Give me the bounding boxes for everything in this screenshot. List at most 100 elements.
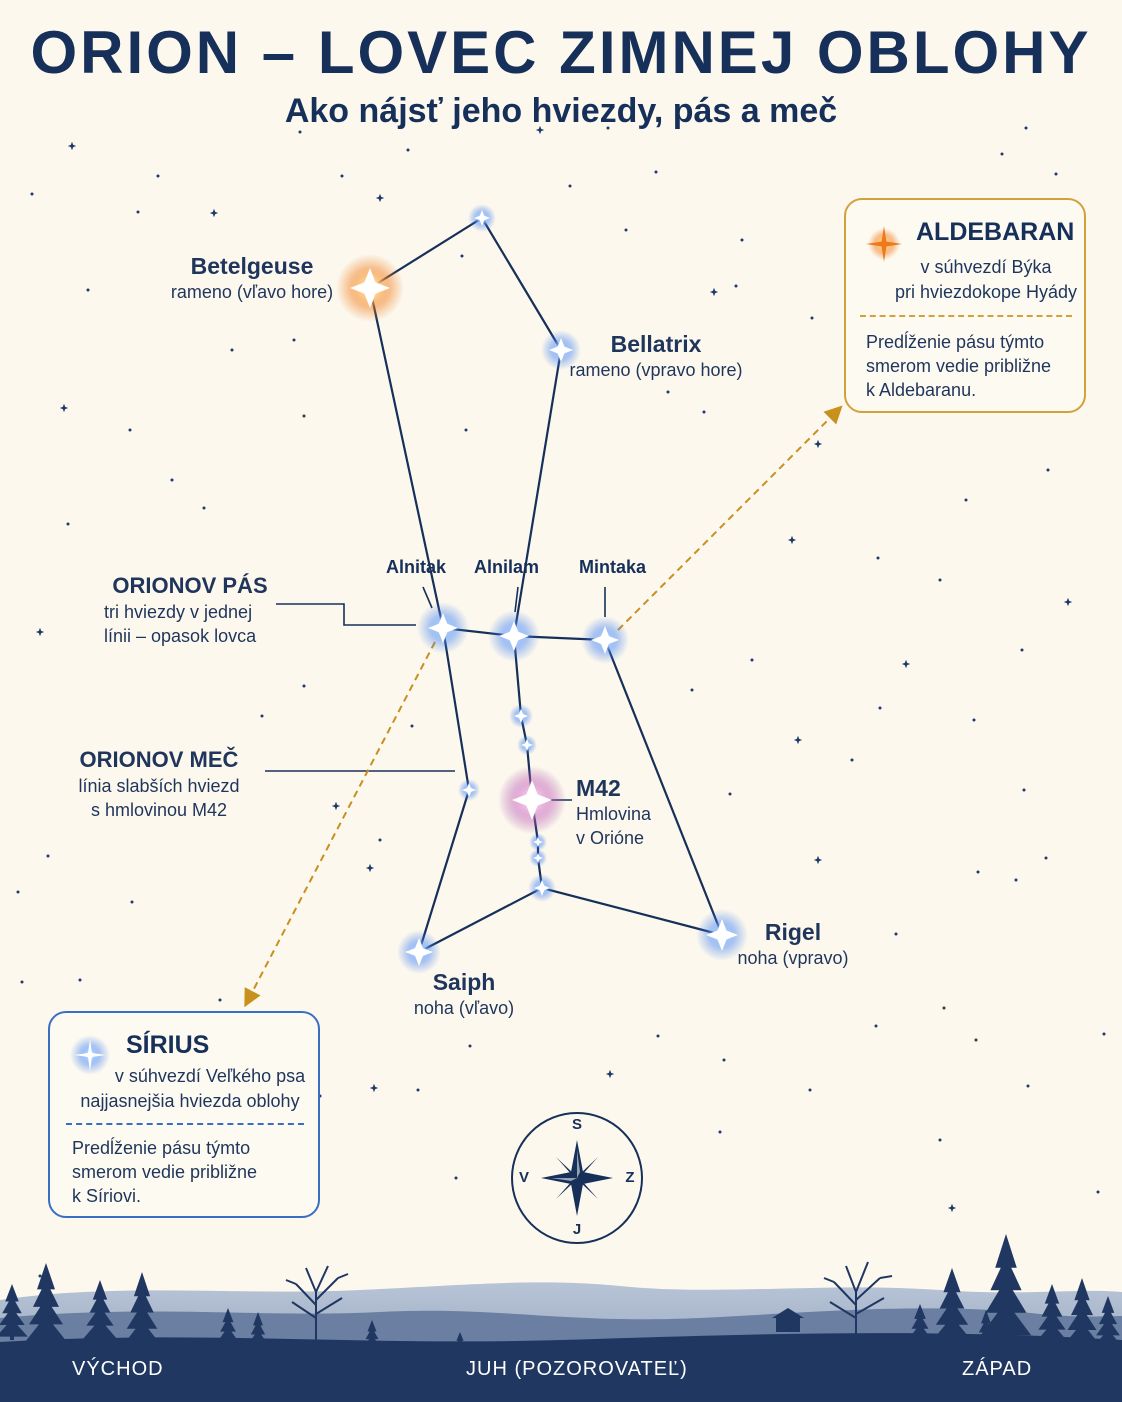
background-star bbox=[340, 174, 344, 178]
background-star bbox=[878, 706, 882, 710]
aldebaran-sub-1: v súhvezdí Býka bbox=[920, 257, 1052, 277]
background-star bbox=[938, 1138, 942, 1142]
background-star bbox=[35, 627, 45, 637]
background-star bbox=[1000, 152, 1004, 156]
hip-star bbox=[528, 874, 556, 902]
background-star bbox=[709, 287, 719, 297]
background-star bbox=[606, 126, 610, 130]
compass bbox=[511, 1112, 643, 1244]
background-star bbox=[202, 506, 206, 510]
pine-tree bbox=[0, 1284, 28, 1340]
sirius-star-icon bbox=[70, 1035, 110, 1075]
background-star bbox=[813, 439, 823, 449]
background-star bbox=[656, 1034, 660, 1038]
rigel-star bbox=[696, 909, 748, 961]
line-bellatrix-alnilam bbox=[512, 349, 563, 637]
background-star bbox=[1026, 1084, 1030, 1088]
background-star bbox=[59, 403, 69, 413]
knee-star bbox=[458, 779, 480, 801]
background-star bbox=[136, 210, 140, 214]
mintaka-star bbox=[581, 616, 629, 664]
background-star bbox=[702, 410, 706, 414]
aldebaran-desc-2: smerom vedie približne bbox=[866, 356, 1052, 376]
background-star bbox=[410, 724, 414, 728]
background-star bbox=[808, 1088, 812, 1092]
background-star bbox=[378, 838, 382, 842]
background-star bbox=[728, 792, 732, 796]
background-star bbox=[460, 254, 464, 258]
background-star bbox=[1102, 1032, 1106, 1036]
sword-callout-title: ORIONOV MEČ bbox=[79, 747, 239, 772]
background-star bbox=[67, 141, 77, 151]
background-star bbox=[568, 184, 572, 188]
compass-west-label: V bbox=[518, 1169, 529, 1186]
background-star bbox=[406, 148, 410, 152]
background-star bbox=[369, 1083, 379, 1093]
background-star bbox=[938, 578, 942, 582]
background-star bbox=[974, 1038, 978, 1042]
sword-star-upper-1 bbox=[509, 704, 533, 728]
background-star bbox=[740, 238, 744, 242]
background-star bbox=[901, 659, 911, 669]
betelgeuse-star bbox=[336, 254, 404, 322]
pine-tree bbox=[1035, 1284, 1069, 1346]
pine-tree bbox=[1064, 1278, 1100, 1348]
background-star bbox=[690, 688, 694, 692]
background-star bbox=[416, 1088, 420, 1092]
background-star bbox=[78, 978, 82, 982]
belt-callout-title: ORIONOV PÁS bbox=[112, 573, 268, 598]
pine-tree bbox=[83, 1280, 117, 1342]
sword-callout: ORIONOV MEČ línia slabších hviezd s hmlo… bbox=[70, 746, 248, 822]
background-star bbox=[972, 718, 976, 722]
background-star bbox=[722, 1058, 726, 1062]
background-star bbox=[1044, 856, 1048, 860]
background-star bbox=[30, 192, 34, 196]
pine-tree bbox=[25, 1263, 67, 1345]
bellatrix-star bbox=[541, 330, 581, 370]
background-star bbox=[850, 758, 854, 762]
background-star bbox=[874, 1024, 878, 1028]
alnilam-leader bbox=[514, 586, 519, 613]
sirius-desc-3: k Síriovi. bbox=[72, 1186, 142, 1206]
background-star bbox=[156, 174, 160, 178]
mintaka-name: Mintaka bbox=[579, 557, 647, 577]
background-star bbox=[302, 414, 306, 418]
background-star bbox=[1014, 878, 1018, 882]
saiph-desc: noha (vľavo) bbox=[413, 998, 515, 1018]
background-star bbox=[20, 980, 24, 984]
sword-star-lower-2 bbox=[529, 849, 547, 867]
named-stars bbox=[336, 204, 748, 974]
background-star bbox=[1022, 788, 1026, 792]
m42-name: M42 bbox=[576, 775, 621, 801]
page-title: ORION – LOVEC ZIMNEJ OBLOHY bbox=[30, 19, 1092, 86]
ground-label-west: ZÁPAD bbox=[962, 1358, 1033, 1380]
background-star bbox=[793, 735, 803, 745]
alnitak-leader bbox=[422, 586, 433, 609]
aldebaran-title: ALDEBARAN bbox=[916, 218, 1075, 246]
sword-callout-line-1: línia slabších hviezd bbox=[78, 776, 240, 796]
background-star bbox=[365, 863, 375, 873]
background-star bbox=[128, 428, 132, 432]
background-star bbox=[331, 801, 341, 811]
sirius-divider bbox=[66, 1123, 304, 1125]
background-star bbox=[1054, 172, 1058, 176]
line-betelgeuse-alnitak bbox=[368, 287, 445, 629]
aldebaran-sub-2: pri hviezdokope Hyády bbox=[894, 282, 1078, 302]
compass-east-label: Z bbox=[625, 1169, 635, 1186]
background-star bbox=[302, 684, 306, 688]
background-star bbox=[260, 714, 264, 718]
saiph-label: Saiph noha (vľavo) bbox=[404, 968, 524, 1020]
background-star bbox=[718, 1130, 722, 1134]
aldebaran-box: ALDEBARAN v súhvezdí Býka pri hviezdokop… bbox=[844, 198, 1086, 413]
background-star bbox=[1096, 1190, 1100, 1194]
alnitak-star bbox=[417, 602, 469, 654]
belt-callout-line-2: línii – opasok lovca bbox=[104, 626, 257, 646]
betelgeuse-desc: rameno (vľavo hore) bbox=[170, 282, 334, 302]
ground-label-east: VÝCHOD bbox=[72, 1358, 164, 1380]
background-star bbox=[964, 498, 968, 502]
bellatrix-label: Bellatrix rameno (vpravo hore) bbox=[566, 330, 746, 382]
rigel-desc: noha (vpravo) bbox=[737, 948, 849, 968]
alnilam-star bbox=[488, 610, 540, 662]
